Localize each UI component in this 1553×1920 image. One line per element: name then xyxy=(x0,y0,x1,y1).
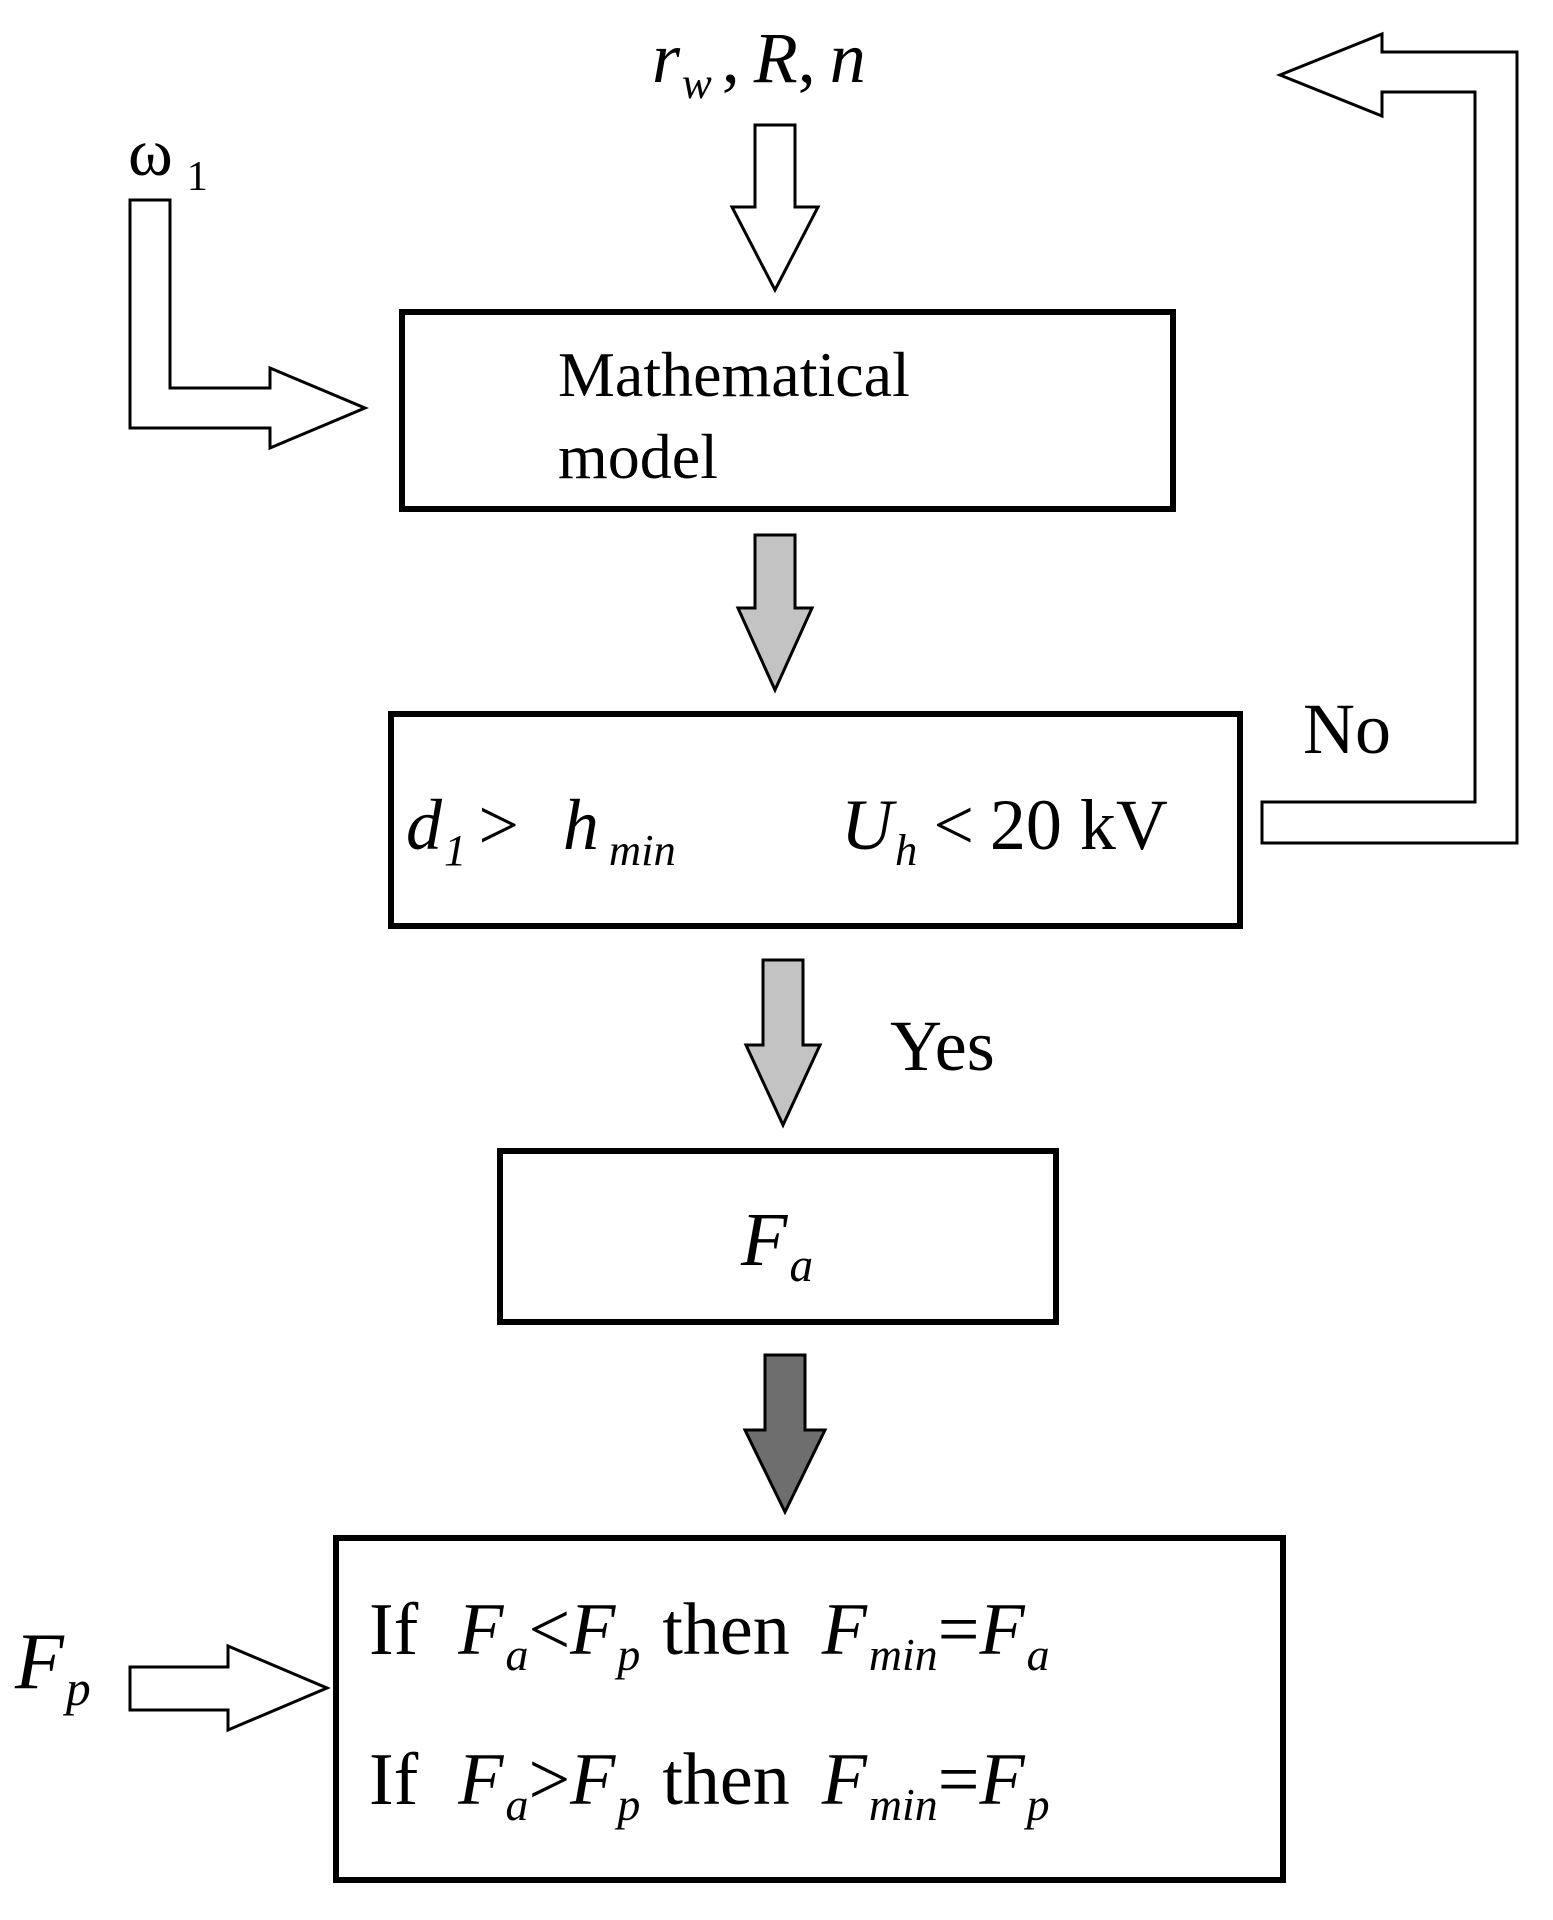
param-comma-1: , xyxy=(721,18,740,98)
r1-a2: a xyxy=(1026,1629,1050,1681)
cond-U: U xyxy=(841,785,893,865)
r2-F2: F xyxy=(570,1739,616,1821)
r2-F4: F xyxy=(979,1739,1025,1821)
r1-F3: F xyxy=(821,1589,867,1671)
cond-d: d xyxy=(406,785,442,865)
r2-min: min xyxy=(868,1779,938,1831)
cond-lt: < xyxy=(933,785,974,865)
no-label: No xyxy=(1303,689,1391,769)
result-then-1: then xyxy=(662,1589,790,1671)
result-if-2: If xyxy=(369,1739,419,1821)
r1-eq: = xyxy=(937,1589,980,1671)
r1-a: a xyxy=(505,1629,529,1681)
mathematical-model-box: Mathematical model xyxy=(399,309,1176,512)
r2-gt: > xyxy=(528,1739,571,1821)
cond-d-subscript: 1 xyxy=(444,824,467,875)
result-then-2: then xyxy=(662,1739,790,1821)
fa-label: Fa xyxy=(741,1202,813,1290)
r1-p: p xyxy=(617,1629,641,1681)
cond-gt: > xyxy=(478,785,519,865)
param-n: n xyxy=(829,18,866,98)
cond-h-subscript: min xyxy=(608,824,676,875)
model-line-2: model xyxy=(558,421,718,492)
fp-input-label: Fp xyxy=(15,1622,91,1714)
param-r-subscript: w xyxy=(682,57,712,108)
fa-F: F xyxy=(741,1198,788,1282)
result-if-1: If xyxy=(369,1589,419,1671)
r1-F2: F xyxy=(570,1589,616,1671)
r2-eq: = xyxy=(937,1739,980,1821)
r1-F4: F xyxy=(979,1589,1025,1671)
fa-to-result-arrow xyxy=(742,1353,828,1516)
params-input-label: rw,R,n xyxy=(652,22,866,105)
params-input-arrow xyxy=(729,123,821,294)
model-line-1: Mathematical xyxy=(558,339,910,410)
model-to-condition-arrow xyxy=(735,533,815,694)
r1-min: min xyxy=(868,1629,938,1681)
cond-h: h xyxy=(562,785,599,865)
cond-voltage-value: 20 kV xyxy=(989,785,1168,865)
omega-subscript: 1 xyxy=(186,152,208,200)
fp-input-arrow xyxy=(128,1643,331,1733)
r2-a: a xyxy=(505,1779,529,1831)
param-R: R xyxy=(753,18,798,98)
r1-F: F xyxy=(458,1589,504,1671)
r2-F: F xyxy=(458,1739,504,1821)
param-r: r xyxy=(652,18,681,98)
no-feedback-arrow xyxy=(1260,31,1519,845)
cond-U-subscript: h xyxy=(895,824,918,875)
yes-arrow xyxy=(743,958,823,1129)
omega-symbol: ω xyxy=(128,114,173,190)
omega-input-arrow xyxy=(128,198,369,451)
r2-F3: F xyxy=(821,1739,867,1821)
fp-subscript: p xyxy=(65,1661,91,1717)
fp-F: F xyxy=(15,1618,64,1706)
param-comma-2: , xyxy=(797,18,816,98)
r2-p2: p xyxy=(1026,1779,1050,1831)
r2-p: p xyxy=(617,1779,641,1831)
fa-subscript: a xyxy=(789,1240,813,1293)
yes-label: Yes xyxy=(890,1006,995,1086)
r1-lt: < xyxy=(528,1589,571,1671)
fa-box: Fa xyxy=(497,1148,1059,1325)
